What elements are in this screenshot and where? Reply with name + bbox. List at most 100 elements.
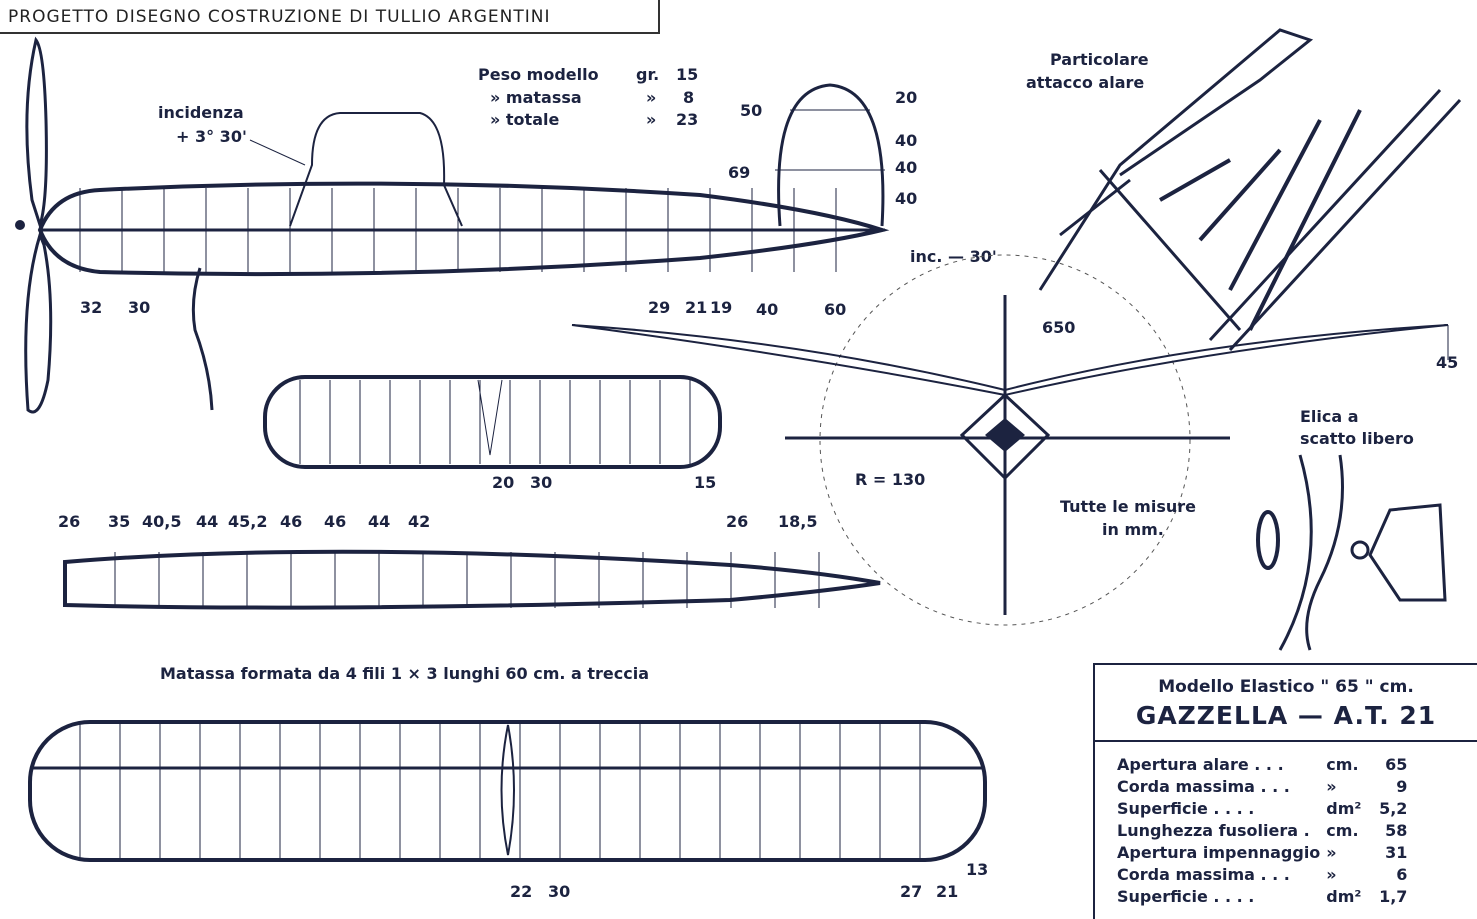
units-note: in mm. [1102, 520, 1164, 539]
spec-unit: » [1326, 843, 1337, 862]
spec-value: 58 [1385, 821, 1408, 840]
chord-label: 40,5 [142, 512, 181, 531]
units-note: Tutte le misure [1060, 497, 1196, 516]
svg-text:40: 40 [895, 131, 917, 150]
prop-label: scatto libero [1300, 429, 1414, 448]
stab-station: 15 [694, 473, 716, 492]
spec-label: Superficie . . . . [1117, 887, 1255, 906]
wing-station: 27 [900, 882, 922, 901]
spec-value: 1,7 [1379, 887, 1408, 906]
svg-text:inc. — 30': inc. — 30' [910, 247, 997, 266]
incidence-value: + 3° 30' [176, 127, 247, 146]
spec-row: Lunghezza fusoliera . cm. 58 [1117, 820, 1413, 842]
spec-row: Superficie . . . . dm² 1,7 [1117, 886, 1413, 908]
svg-text:19: 19 [710, 298, 732, 317]
wing-station: 22 [510, 882, 532, 901]
svg-text:» totale: » totale [490, 110, 559, 129]
spec-title: GAZZELLA — A.T. 21 [1095, 701, 1477, 742]
rubber-note: Matassa formata da 4 fili 1 × 3 lunghi 6… [160, 664, 649, 683]
chord-label: 26 [726, 512, 748, 531]
stabilizer-plan [263, 375, 722, 469]
svg-text:50: 50 [740, 101, 762, 120]
wing-station: 13 [966, 860, 988, 879]
spec-row: Apertura impennaggio » 31 [1117, 842, 1413, 864]
svg-text:gr.: gr. [636, 65, 659, 84]
spec-unit: dm² [1326, 887, 1362, 906]
spec-unit: » [1326, 777, 1337, 796]
spec-unit: cm. [1326, 755, 1359, 774]
chord-label: 45,2 [228, 512, 267, 531]
svg-text:23: 23 [676, 110, 698, 129]
spec-value: 5,2 [1379, 799, 1408, 818]
svg-text:40: 40 [756, 300, 778, 319]
chord-label: 35 [108, 512, 130, 531]
spec-label: Superficie . . . . [1117, 799, 1255, 818]
front-view [571, 254, 1449, 626]
spec-row: Superficie . . . . dm² 5,2 [1117, 798, 1413, 820]
svg-text:29: 29 [648, 298, 670, 317]
chord-label: 26 [58, 512, 80, 531]
detail-label: Particolare [1050, 50, 1149, 69]
fuselage-side-view [37, 83, 890, 411]
svg-text:60: 60 [824, 300, 846, 319]
detail-label: attacco alare [1026, 73, 1144, 92]
chord-label: 46 [280, 512, 302, 531]
wing-station: 30 [548, 882, 570, 901]
svg-text:21: 21 [685, 298, 707, 317]
radius-label: R = 130 [855, 470, 925, 489]
spec-unit: cm. [1326, 821, 1359, 840]
spec-label: Lunghezza fusoliera . [1117, 821, 1310, 840]
svg-text:»: » [646, 110, 656, 129]
stab-station: 20 [492, 473, 514, 492]
wing-station: 21 [936, 882, 958, 901]
svg-text:» matassa: » matassa [490, 88, 582, 107]
spec-value: 6 [1396, 865, 1408, 884]
spec-row: Corda massima . . . » 9 [1117, 776, 1413, 798]
spec-label: Corda massima . . . [1117, 777, 1290, 796]
spec-value: 9 [1396, 777, 1408, 796]
stab-station: 30 [530, 473, 552, 492]
chord-label: 44 [196, 512, 218, 531]
spec-subtitle: Modello Elastico " 65 " cm. [1158, 677, 1414, 697]
spec-row: Corda massima . . . » 6 [1117, 864, 1413, 886]
chord-label: 18,5 [778, 512, 817, 531]
spec-unit: dm² [1326, 799, 1362, 818]
svg-text:32: 32 [80, 298, 102, 317]
wing-chord-profile [63, 549, 881, 610]
wing-plan [28, 720, 987, 862]
spec-box: Modello Elastico " 65 " cm. GAZZELLA — A… [1093, 663, 1477, 919]
fuselage-stations: 32 30 29 21 19 40 60 [80, 298, 846, 319]
rib [1248, 109, 1362, 331]
svg-text:Peso modello: Peso modello [478, 65, 599, 84]
spec-value: 31 [1385, 843, 1408, 862]
prop-label: Elica a [1300, 407, 1359, 426]
rib [1159, 158, 1231, 202]
spec-label: Apertura alare . . . [1117, 755, 1284, 774]
fin-dimensions: 50 20 40 40 40 69 inc. — 30' [728, 88, 997, 266]
svg-text:8: 8 [683, 88, 694, 107]
span-label: 650 [1042, 318, 1075, 337]
wing-attach-detail [1038, 28, 1462, 352]
header-title: PROGETTO DISEGNO COSTRUZIONE DI TULLIO A… [0, 0, 660, 34]
svg-text:15: 15 [676, 65, 698, 84]
svg-text:»: » [646, 88, 656, 107]
spec-row: Apertura alare . . . cm. 65 [1117, 754, 1413, 776]
freewheel-prop-detail [1256, 454, 1447, 651]
svg-text:20: 20 [895, 88, 917, 107]
rib [1198, 148, 1282, 242]
spec-label: Corda massima . . . [1117, 865, 1290, 884]
dihedral-label: 45 [1436, 353, 1458, 372]
spec-unit: » [1326, 865, 1337, 884]
svg-text:40: 40 [895, 189, 917, 208]
svg-text:40: 40 [895, 158, 917, 177]
chord-label: 42 [408, 512, 430, 531]
incidence-label: incidenza [158, 103, 244, 122]
spec-value: 65 [1385, 755, 1408, 774]
propeller-side [15, 36, 53, 414]
svg-text:30: 30 [128, 298, 150, 317]
chord-label: 46 [324, 512, 346, 531]
spec-label: Apertura impennaggio [1117, 843, 1321, 862]
